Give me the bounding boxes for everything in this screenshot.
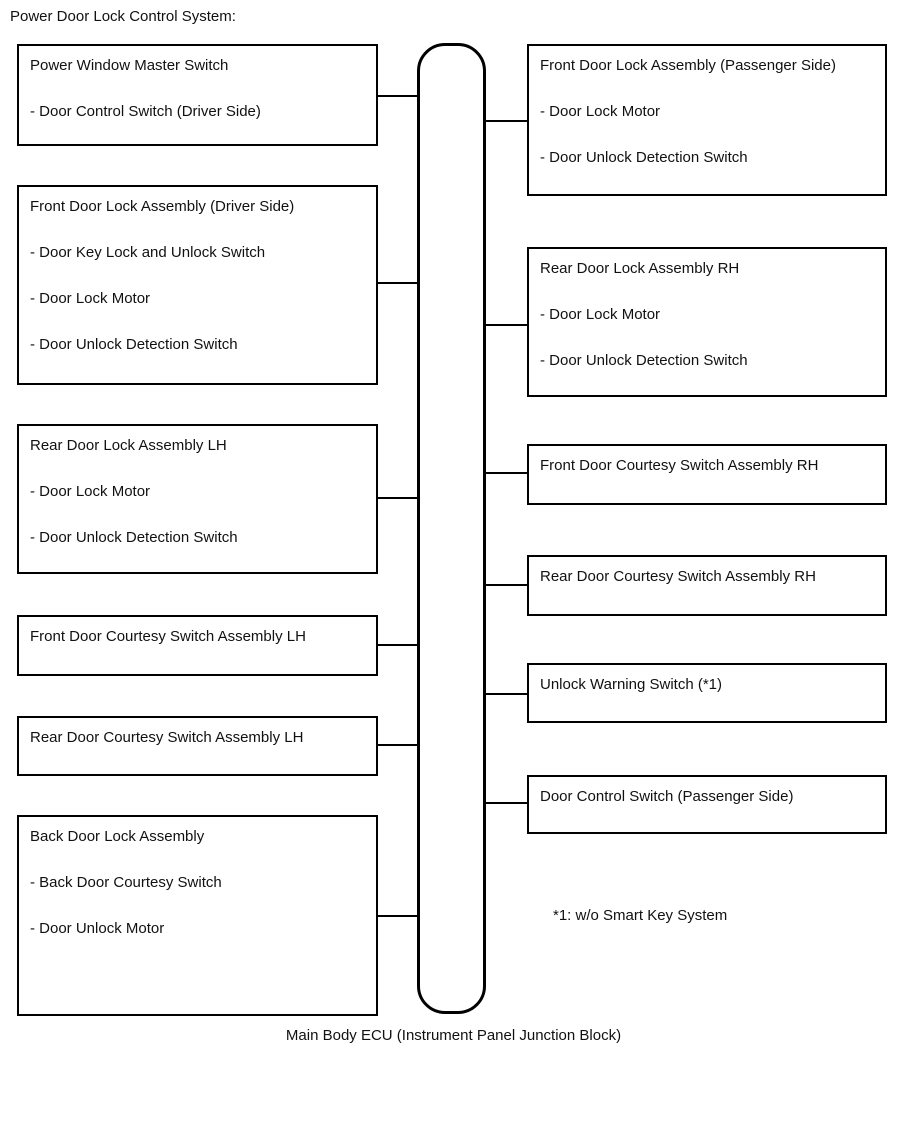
main-body-ecu-label: Main Body ECU (Instrument Panel Junction… bbox=[285, 1027, 622, 1044]
box-title: Rear Door Courtesy Switch Assembly LH bbox=[30, 729, 304, 746]
box-item: - Door Lock Motor bbox=[540, 306, 661, 323]
box-title: Front Door Lock Assembly (Passenger Side… bbox=[540, 57, 836, 74]
connector-line bbox=[378, 644, 419, 646]
component-box-rear-door-lock-assembly-lh: Rear Door Lock Assembly LH - Door Lock M… bbox=[17, 424, 378, 574]
connector-line bbox=[378, 744, 419, 746]
box-title: Front Door Courtesy Switch Assembly LH bbox=[30, 628, 306, 645]
box-title: Unlock Warning Switch (*1) bbox=[540, 676, 722, 693]
connector-line bbox=[484, 324, 528, 326]
box-item: - Door Unlock Detection Switch bbox=[30, 529, 238, 546]
component-box-front-door-lock-assembly-passenger: Front Door Lock Assembly (Passenger Side… bbox=[527, 44, 887, 196]
connector-line bbox=[378, 497, 419, 499]
box-item: - Door Unlock Motor bbox=[30, 920, 165, 937]
box-title: Door Control Switch (Passenger Side) bbox=[540, 788, 794, 805]
box-title: Rear Door Courtesy Switch Assembly RH bbox=[540, 568, 816, 585]
component-box-rear-door-courtesy-switch-rh: Rear Door Courtesy Switch Assembly RH bbox=[527, 555, 887, 616]
component-box-rear-door-lock-assembly-rh: Rear Door Lock Assembly RH - Door Lock M… bbox=[527, 247, 887, 397]
box-item: - Door Unlock Detection Switch bbox=[540, 352, 748, 369]
box-title: Front Door Lock Assembly (Driver Side) bbox=[30, 198, 295, 215]
box-item: - Door Lock Motor bbox=[540, 103, 661, 120]
box-item: - Door Unlock Detection Switch bbox=[30, 336, 238, 353]
component-box-rear-door-courtesy-switch-lh: Rear Door Courtesy Switch Assembly LH bbox=[17, 716, 378, 776]
box-title: Rear Door Lock Assembly RH bbox=[540, 260, 740, 277]
connector-line bbox=[484, 802, 528, 804]
box-title: Rear Door Lock Assembly LH bbox=[30, 437, 227, 454]
connector-line bbox=[378, 95, 419, 97]
box-title: Back Door Lock Assembly bbox=[30, 828, 205, 845]
connector-line bbox=[378, 282, 419, 284]
connector-line bbox=[484, 584, 528, 586]
connector-line bbox=[484, 120, 528, 122]
connector-line bbox=[484, 693, 528, 695]
box-item: - Door Unlock Detection Switch bbox=[540, 149, 748, 166]
component-box-front-door-courtesy-switch-lh: Front Door Courtesy Switch Assembly LH bbox=[17, 615, 378, 676]
box-item: - Door Control Switch (Driver Side) bbox=[30, 103, 261, 120]
box-item: - Back Door Courtesy Switch bbox=[30, 874, 222, 891]
component-box-unlock-warning-switch: Unlock Warning Switch (*1) bbox=[527, 663, 887, 723]
box-item: - Door Lock Motor bbox=[30, 483, 151, 500]
box-title: Front Door Courtesy Switch Assembly RH bbox=[540, 457, 819, 474]
connector-line bbox=[378, 915, 419, 917]
page-title: Power Door Lock Control System: bbox=[10, 8, 236, 25]
main-body-ecu-block bbox=[417, 43, 486, 1014]
component-box-door-control-switch-passenger: Door Control Switch (Passenger Side) bbox=[527, 775, 887, 834]
footnote: *1: w/o Smart Key System bbox=[553, 907, 728, 924]
component-box-power-window-master-switch: Power Window Master Switch - Door Contro… bbox=[17, 44, 378, 146]
connector-line bbox=[484, 472, 528, 474]
box-item: - Door Key Lock and Unlock Switch bbox=[30, 244, 266, 261]
box-item: - Door Lock Motor bbox=[30, 290, 151, 307]
component-box-front-door-lock-assembly-driver: Front Door Lock Assembly (Driver Side) -… bbox=[17, 185, 378, 385]
component-box-front-door-courtesy-switch-rh: Front Door Courtesy Switch Assembly RH bbox=[527, 444, 887, 505]
box-title: Power Window Master Switch bbox=[30, 57, 229, 74]
component-box-back-door-lock-assembly: Back Door Lock Assembly - Back Door Cour… bbox=[17, 815, 378, 1016]
